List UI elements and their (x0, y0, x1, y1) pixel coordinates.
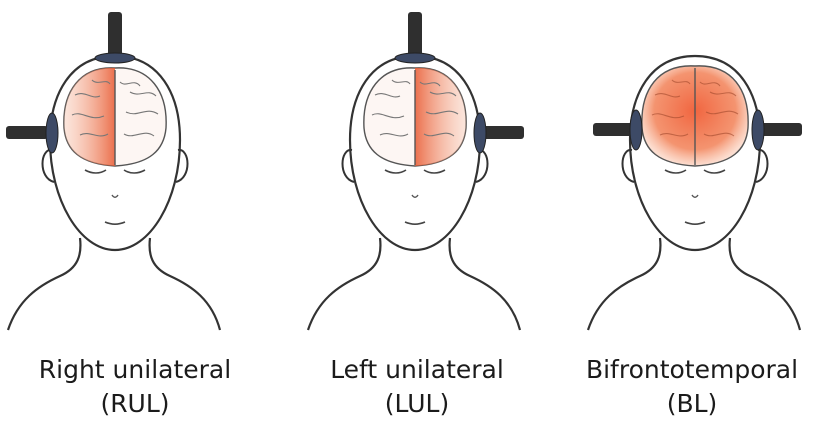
brain (642, 66, 748, 166)
head-illustration-rul (0, 0, 270, 345)
neck-shoulders (8, 238, 220, 330)
electrode-right (752, 110, 802, 150)
panel-bifrontotemporal: Bifrontotemporal (BL) (557, 0, 827, 429)
caption-bl: Bifrontotemporal (BL) (557, 353, 827, 421)
caption-lul: Left unilateral (LUL) (282, 353, 552, 421)
caption-abbr: (BL) (557, 387, 827, 421)
caption-name: Bifrontotemporal (557, 353, 827, 387)
brain (64, 68, 166, 166)
electrode-top (395, 12, 435, 63)
caption-abbr: (RUL) (0, 387, 270, 421)
electrode-left (6, 113, 58, 153)
caption-rul: Right unilateral (RUL) (0, 353, 270, 421)
caption-name: Right unilateral (0, 353, 270, 387)
electrode-right (474, 113, 524, 153)
neck-shoulders (308, 238, 520, 330)
brain (364, 68, 466, 166)
panel-left-unilateral: Left unilateral (LUL) (282, 0, 552, 429)
electrode-left (593, 110, 642, 150)
neck-shoulders (588, 238, 800, 330)
head-illustration-lul (282, 0, 552, 345)
caption-name: Left unilateral (282, 353, 552, 387)
caption-abbr: (LUL) (282, 387, 552, 421)
electrode-top (95, 12, 135, 63)
head-illustration-bl (557, 0, 827, 345)
panel-right-unilateral: Right unilateral (RUL) (0, 0, 270, 429)
